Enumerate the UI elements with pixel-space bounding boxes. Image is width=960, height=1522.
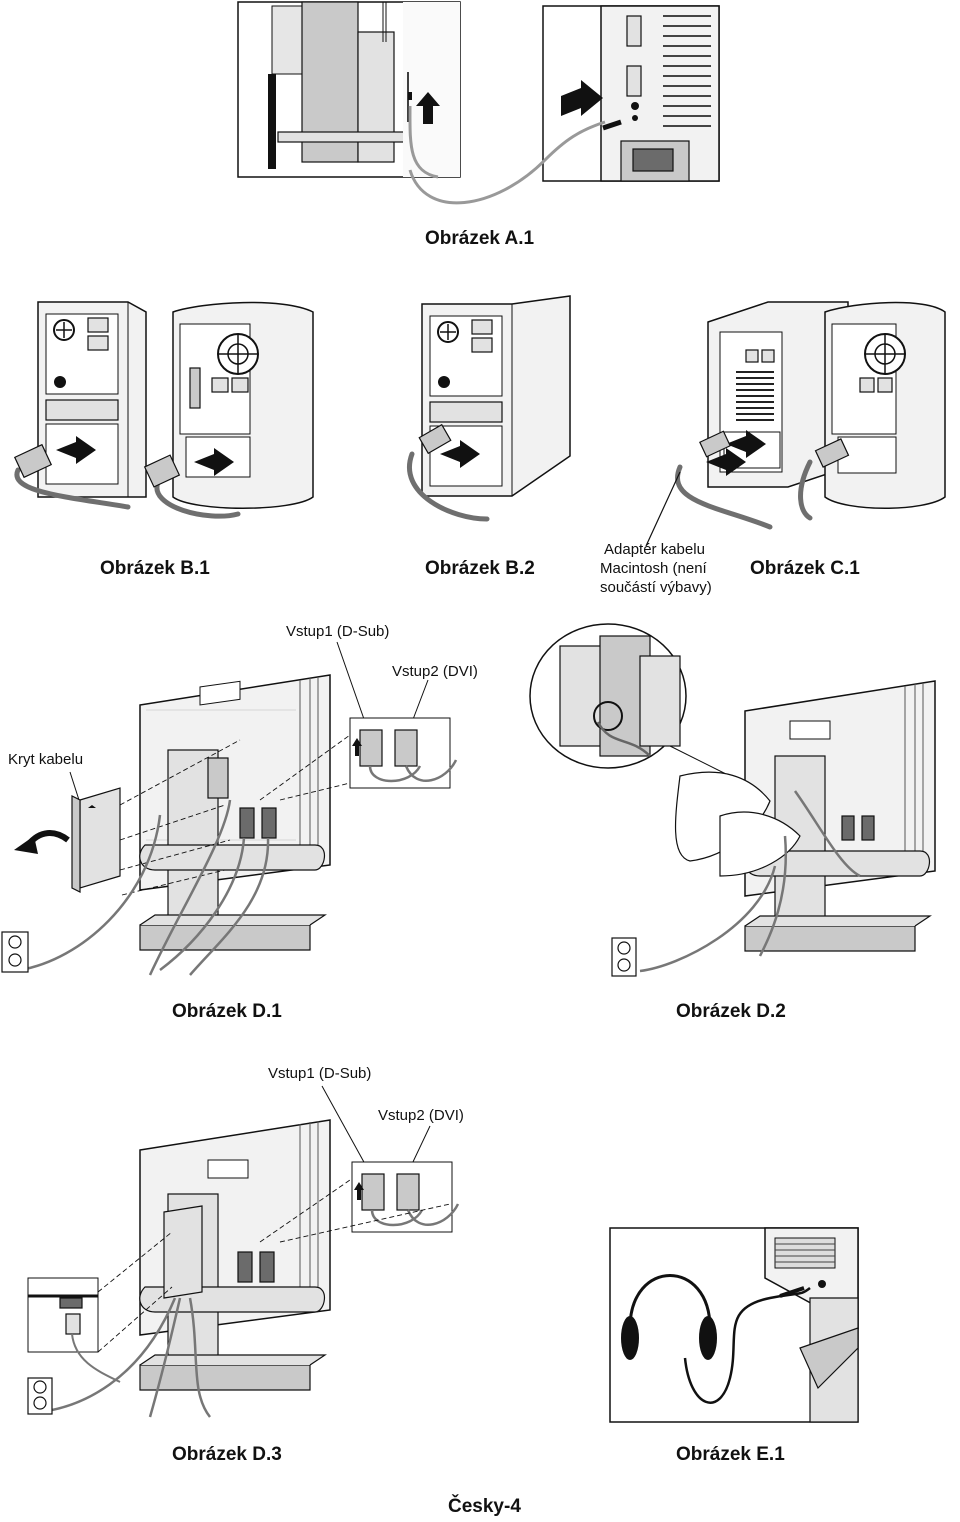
figure-a1-caption: Obrázek A.1 <box>425 228 535 249</box>
curved-arrow-icon <box>14 836 38 854</box>
right-arrow-icon <box>440 440 480 468</box>
right-arrow-icon <box>561 80 603 116</box>
up-arrow-icon <box>354 1182 364 1200</box>
figure-d2-caption: Obrázek D.2 <box>676 1001 786 1022</box>
c1-adapter-note-line1: Adaptér kabelu <box>604 541 705 558</box>
figure-e1-illustration <box>609 1227 859 1423</box>
figure-a1-cable <box>408 120 606 205</box>
up-arrow-icon <box>416 92 440 124</box>
d3-input2-label: Vstup2 (DVI) <box>378 1107 464 1124</box>
figure-b1-caption: Obrázek B.1 <box>100 558 210 579</box>
figure-b1-illustration <box>13 301 314 519</box>
figure-b2-caption: Obrázek B.2 <box>425 558 535 579</box>
figure-c1-caption: Obrázek C.1 <box>750 558 860 579</box>
up-arrow-icon <box>352 738 362 756</box>
figure-d1-caption: Obrázek D.1 <box>172 1001 282 1022</box>
figure-d3-caption: Obrázek D.3 <box>172 1444 282 1465</box>
figure-c1-leader-line <box>645 471 681 547</box>
right-arrow-icon <box>706 448 746 476</box>
d1-cable-cover-label: Kryt kabelu <box>8 751 84 768</box>
figure-a1-left-panel <box>237 1 461 179</box>
d1-input1-label: Vstup1 (D-Sub) <box>286 623 390 640</box>
c1-adapter-note-line2: Macintosh (není <box>600 560 707 577</box>
figure-d1-illustration <box>1 641 458 976</box>
figure-b2-illustration <box>407 295 571 522</box>
figure-a1-right-panel <box>542 5 720 182</box>
figure-e1-caption: Obrázek E.1 <box>676 1444 785 1465</box>
figure-c1-illustration <box>675 301 946 530</box>
figure-d3-illustration <box>27 1085 460 1418</box>
d1-input2-label: Vstup2 (DVI) <box>392 663 478 680</box>
right-arrow-icon <box>726 430 766 458</box>
right-arrow-icon <box>194 448 234 476</box>
figure-d2-illustration <box>529 623 936 977</box>
page-footer-label: Česky-4 <box>448 1496 521 1517</box>
c1-adapter-note-line3: součástí výbavy) <box>600 579 712 596</box>
right-arrow-icon <box>56 436 96 464</box>
d3-input1-label: Vstup1 (D-Sub) <box>268 1065 372 1082</box>
